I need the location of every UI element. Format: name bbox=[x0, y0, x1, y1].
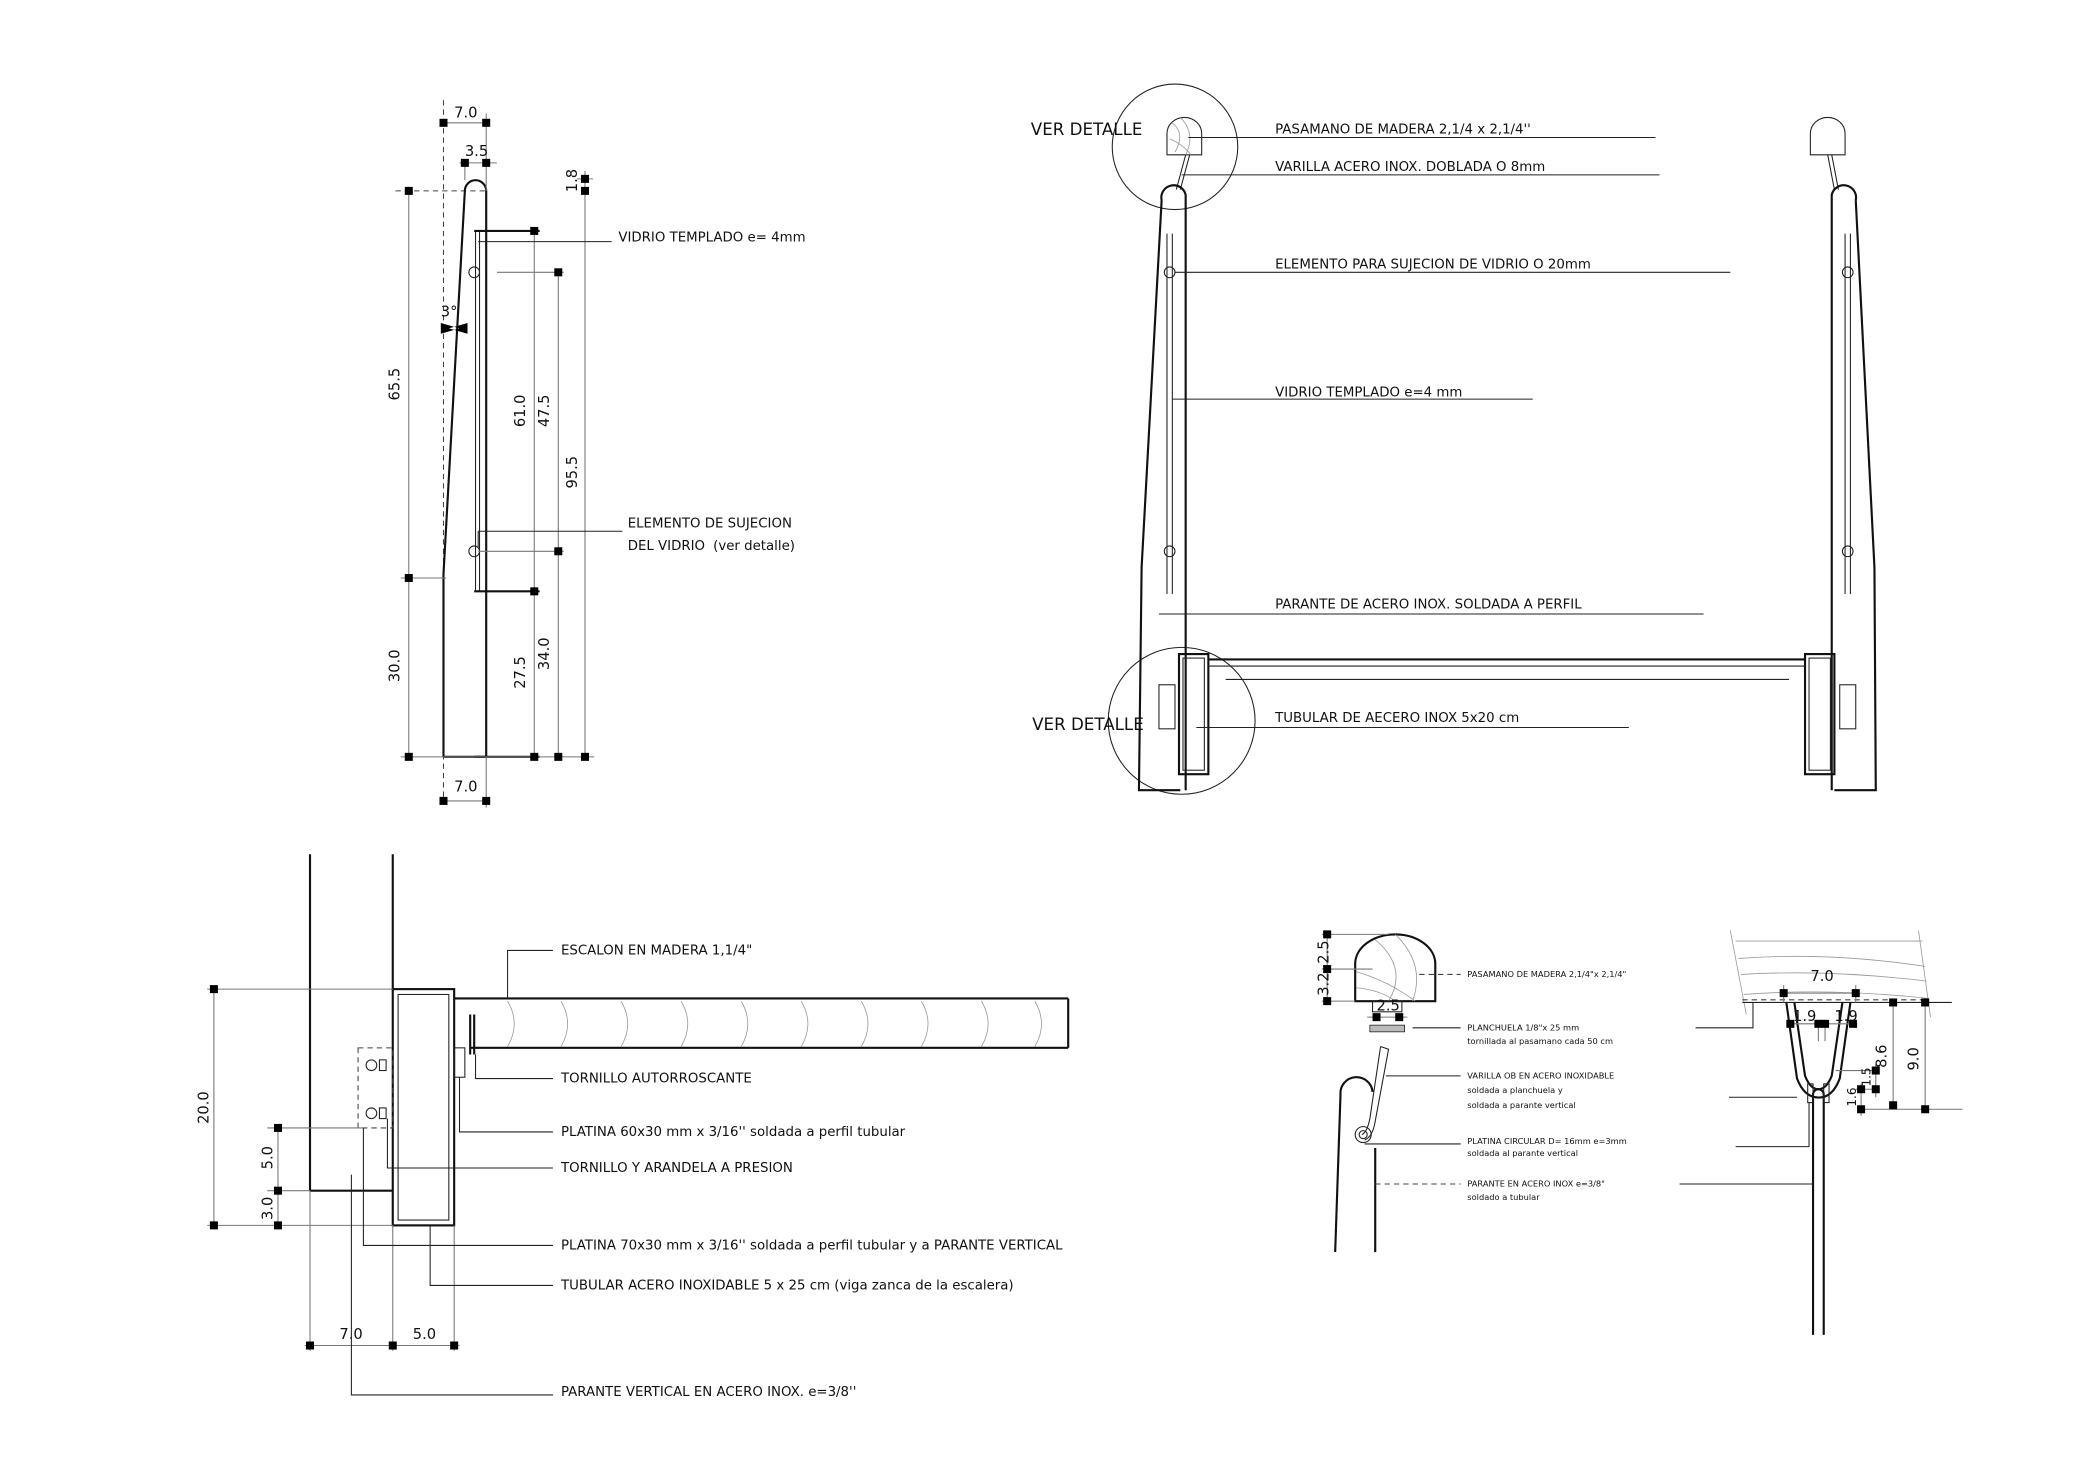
left-tube-section bbox=[1177, 653, 1210, 776]
dim-upper: 5.0 bbox=[260, 1146, 277, 1169]
dim-top-width: 7.0 bbox=[454, 104, 477, 121]
post-top bbox=[1334, 1076, 1377, 1253]
label-circular-plate: PLATINA CIRCULAR D= 16mm e=3mm bbox=[1467, 1136, 1626, 1146]
label-plate-note: tornillada al pasamano cada 50 cm bbox=[1467, 1036, 1613, 1046]
dim-width: 7.0 bbox=[1810, 968, 1833, 985]
bolt-icon bbox=[365, 1107, 378, 1120]
see-detail-bottom: VER DETALLE bbox=[1032, 715, 1144, 734]
glass-fixing-icon bbox=[468, 266, 481, 279]
self-tapping-screw-icon bbox=[469, 1014, 476, 1055]
dim-height-b: 9.0 bbox=[1905, 1047, 1922, 1070]
label-tube: TUBULAR DE AECERO INOX 5x20 cm bbox=[1274, 711, 1519, 726]
bolt-icon bbox=[365, 1059, 378, 1072]
label-plate-70: PLATINA 70x30 mm x 3/16'' soldada a perf… bbox=[561, 1238, 1063, 1253]
glass-pane bbox=[474, 230, 481, 592]
dim-plate: 2.5 bbox=[1377, 997, 1400, 1014]
dim-height-a: 8.6 bbox=[1873, 1045, 1890, 1068]
tubular-section bbox=[391, 988, 456, 1227]
handrail-profile bbox=[1166, 116, 1203, 156]
label-post: PARANTE VERTICAL EN ACERO INOX. e=3/8'' bbox=[561, 1385, 856, 1400]
dim-bottom: 3.2 bbox=[1315, 972, 1332, 995]
dim-lower: 3.0 bbox=[260, 1197, 277, 1220]
dim-fix-spacing: 47.5 bbox=[536, 394, 553, 427]
dim-right-width: 5.0 bbox=[413, 1326, 436, 1343]
dim-rail-width: 3.5 bbox=[465, 143, 488, 160]
dim-total-height: 95.5 bbox=[564, 456, 581, 489]
dim-angle: 3° bbox=[441, 303, 458, 320]
label-step: ESCALON EN MADERA 1,1/4" bbox=[561, 943, 752, 958]
rail-section-detail: 7.0 1.9 1.9 8.6 9.0 1.5 1.6 bbox=[1679, 930, 1963, 1335]
label-tube: TUBULAR ACERO INOXIDABLE 5 x 25 cm (viga… bbox=[560, 1278, 1014, 1293]
label-rod: VARILLA ACERO INOX. DOBLADA O 8mm bbox=[1275, 160, 1545, 175]
label-fixing-3: (ver detalle) bbox=[713, 539, 795, 554]
u-bracket bbox=[1785, 1002, 1852, 1099]
dim-fix-bottom: 34.0 bbox=[536, 637, 553, 670]
label-handrail: PASAMANO DE MADERA 2,1/4 x 2,1/4'' bbox=[1275, 122, 1531, 137]
label-post-note: soldado a tubular bbox=[1467, 1192, 1540, 1202]
label-glass: VIDRIO TEMPLADO e= 4mm bbox=[618, 231, 805, 246]
detail-callout-circle bbox=[1107, 646, 1256, 795]
angle-marker-icon bbox=[440, 323, 468, 334]
railing-elevation: VER DETALLE VER DETALLE PASAMANO DE MADE… bbox=[1031, 83, 1877, 795]
glass-fixing-icon bbox=[1163, 545, 1176, 558]
label-bolt: TORNILLO Y ARANDELA A PRESION bbox=[560, 1161, 793, 1176]
bent-rod bbox=[1361, 1046, 1390, 1141]
label-plate: PLANCHUELA 1/8"x 25 mm bbox=[1467, 1022, 1579, 1032]
left-post bbox=[1137, 184, 1187, 792]
dim-height: 20.0 bbox=[196, 1091, 213, 1124]
dim-right-gap: 1.9 bbox=[1834, 1008, 1857, 1025]
label-rod-note-2: soldada a parante vertical bbox=[1467, 1100, 1575, 1110]
label-rod-note-1: soldada a planchuela y bbox=[1467, 1085, 1563, 1095]
vertical-bar bbox=[1811, 1088, 1825, 1335]
dim-bottom-width: 7.0 bbox=[454, 779, 477, 796]
dim-small-a: 1.5 bbox=[1859, 1067, 1873, 1086]
dim-lower-height: 30.0 bbox=[386, 649, 403, 682]
right-tube-section bbox=[1803, 653, 1836, 776]
glass-fixing-icon bbox=[468, 545, 481, 558]
see-detail-top: VER DETALLE bbox=[1031, 120, 1143, 139]
glass-fixing-icon bbox=[1163, 266, 1176, 279]
label-screw: TORNILLO AUTORROSCANTE bbox=[560, 1072, 752, 1087]
dim-top: 2.5 bbox=[1315, 940, 1332, 963]
label-handrail: PASAMANO DE MADERA 2,1/4"x 2,1/4" bbox=[1467, 969, 1626, 979]
dim-upper-height: 65.5 bbox=[386, 368, 403, 401]
detail-callout-circle bbox=[1111, 83, 1239, 211]
step-connection-detail: 20.0 5.0 3.0 7.0 5.0 ESCALON EN MADERA 1… bbox=[196, 854, 1070, 1400]
dim-small-b: 1.6 bbox=[1845, 1087, 1859, 1106]
label-circular-plate-note: soldada al parante vertical bbox=[1467, 1148, 1578, 1158]
label-rod: VARILLA OB EN ACERO INOXIDABLE bbox=[1467, 1071, 1614, 1081]
right-post bbox=[1830, 184, 1877, 792]
label-fixing-2: DEL VIDRIO bbox=[628, 539, 705, 554]
label-plate-60: PLATINA 60x30 mm x 3/16'' soldada a perf… bbox=[561, 1125, 906, 1140]
dim-glass-height: 61.0 bbox=[512, 394, 529, 427]
label-post: PARANTE DE ACERO INOX. SOLDADA A PERFIL bbox=[1275, 598, 1582, 613]
label-glass-fixing: ELEMENTO PARA SUJECION DE VIDRIO O 20mm bbox=[1275, 257, 1591, 272]
label-post: PARANTE EN ACERO INOX e=3/8" bbox=[1467, 1179, 1605, 1189]
dim-offset-top: 1.8 bbox=[564, 169, 581, 192]
dim-glass-bottom: 27.5 bbox=[512, 656, 529, 689]
handrail-profile bbox=[1354, 933, 1437, 1003]
circular-plate-icon bbox=[1354, 1126, 1372, 1144]
dim-left-gap: 1.9 bbox=[1793, 1008, 1816, 1025]
label-glass: VIDRIO TEMPLADO e=4 mm bbox=[1275, 385, 1462, 400]
wooden-step bbox=[454, 997, 1070, 1049]
handrail-detail: 2.5 3.2 2.5 PASAMANO DE MADERA 2,1/4"x 2… bbox=[1315, 930, 1627, 1253]
side-section-detail: 3° 7.0 3.5 65.5 30.0 61.0 47.5 95.5 27.5… bbox=[386, 100, 806, 808]
label-fixing-1: ELEMENTO DE SUJECION bbox=[628, 516, 792, 531]
